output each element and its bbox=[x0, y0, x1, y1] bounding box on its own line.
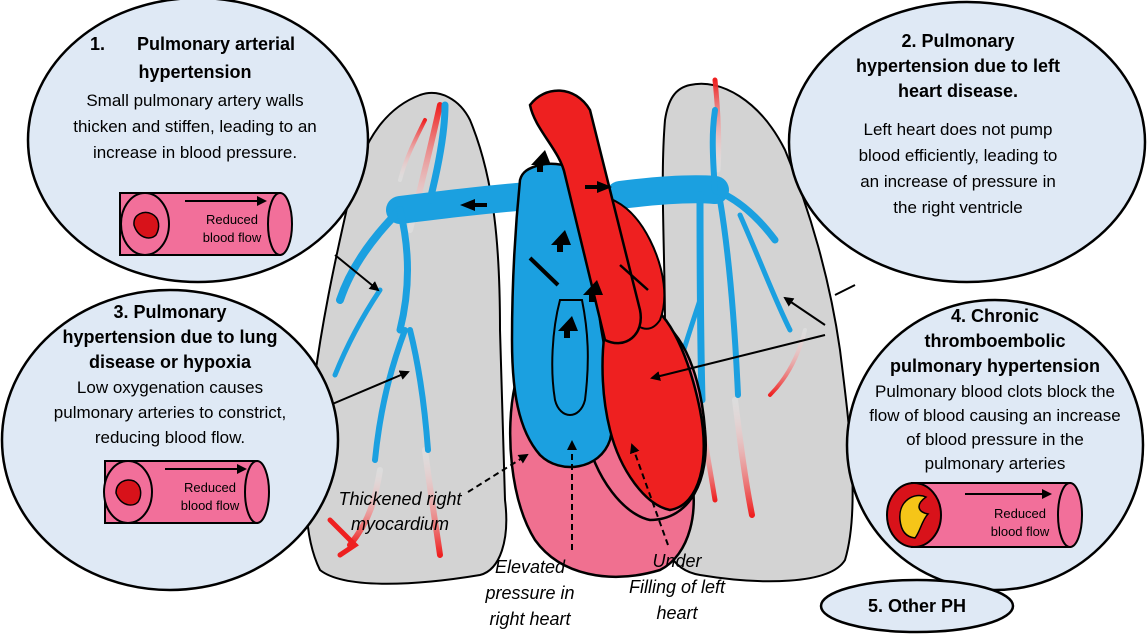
circle-1-body-line-3: increase in blood pressure. bbox=[93, 143, 297, 162]
under-filling-line-1: Under bbox=[652, 551, 702, 571]
circle-2-body-line-1: Left heart does not pump bbox=[863, 120, 1052, 139]
circle-1-tube: Reduced blood flow bbox=[120, 193, 292, 255]
circle-chronic-thromboembolic: 4. Chronic thromboembolic pulmonary hype… bbox=[847, 300, 1143, 590]
inner-vessel bbox=[552, 300, 588, 415]
circle-4-title-line-2: thromboembolic bbox=[924, 331, 1065, 351]
circle-3-tube: Reduced blood flow bbox=[104, 461, 269, 523]
circle-4-body-line-4: pulmonary arteries bbox=[925, 454, 1066, 473]
circle-other-ph: 5. Other PH bbox=[821, 580, 1013, 632]
circle-4-tube-label-1: Reduced bbox=[994, 506, 1046, 521]
thickened-myocardium-line-1: Thickened right bbox=[338, 489, 462, 509]
circle-left-heart-disease: 2. Pulmonary hypertension due to left he… bbox=[789, 2, 1145, 282]
circle-2-body-line-3: an increase of pressure in bbox=[860, 172, 1056, 191]
elevated-pressure-line-2: pressure in bbox=[484, 583, 574, 603]
circle-4-tube-label-2: blood flow bbox=[991, 524, 1050, 539]
circle-pulmonary-arterial-hypertension: 1. Pulmonary arterial hypertension Small… bbox=[28, 0, 368, 282]
circle-5-label: 5. Other PH bbox=[868, 596, 966, 616]
circle-3-title-line-1: 3. Pulmonary bbox=[113, 302, 226, 322]
circle-1-body-line-1: Small pulmonary artery walls bbox=[86, 91, 303, 110]
elevated-pressure-line-1: Elevated bbox=[495, 557, 566, 577]
circle-2-body-line-4: the right ventricle bbox=[893, 198, 1022, 217]
thickened-myocardium-line-2: myocardium bbox=[351, 514, 449, 534]
under-filling-line-2: Filling of left bbox=[629, 577, 726, 597]
circle-3-tube-label-1: Reduced bbox=[184, 480, 236, 495]
elevated-pressure-line-3: right heart bbox=[489, 609, 571, 629]
circle-1-title-line-2: hypertension bbox=[138, 62, 251, 82]
circle-4-title-line-1: 4. Chronic bbox=[951, 306, 1039, 326]
circle-lung-disease-hypoxia: 3. Pulmonary hypertension due to lung di… bbox=[2, 290, 338, 590]
circle-2-title-line-1: 2. Pulmonary bbox=[901, 31, 1014, 51]
circle-1-tube-label-1: Reduced bbox=[206, 212, 258, 227]
circle-1-title-line-1: Pulmonary arterial bbox=[137, 34, 295, 54]
circle-2-body-line-2: blood efficiently, leading to bbox=[859, 146, 1058, 165]
arrow-circle2-to-lung bbox=[835, 285, 855, 295]
under-filling-line-3: heart bbox=[656, 603, 698, 623]
circle-3-title-line-3: disease or hypoxia bbox=[89, 352, 252, 372]
circle-2-title-line-3: heart disease. bbox=[898, 81, 1018, 101]
circle-3-tube-label-2: blood flow bbox=[181, 498, 240, 513]
circle-1-tube-label-2: blood flow bbox=[203, 230, 262, 245]
circle-3-body-line-3: reducing blood flow. bbox=[95, 428, 245, 447]
circle-1-number: 1. bbox=[90, 34, 105, 54]
circle-4-body-line-2: flow of blood causing an increase bbox=[869, 406, 1120, 425]
circle-1-body-line-2: thicken and stiffen, leading to an bbox=[73, 117, 317, 136]
circle-4-title-line-3: pulmonary hypertension bbox=[890, 356, 1100, 376]
circle-3-title-line-2: hypertension due to lung bbox=[63, 327, 278, 347]
circle-4-tube: Reduced blood flow bbox=[887, 483, 1082, 547]
circle-4-body-line-3: of blood pressure in the bbox=[906, 430, 1084, 449]
circle-2-title-line-2: hypertension due to left bbox=[856, 56, 1060, 76]
circle-4-body-line-1: Pulmonary blood clots block the bbox=[875, 382, 1115, 401]
circle-3-body-line-1: Low oxygenation causes bbox=[77, 378, 263, 397]
circle-3-body-line-2: pulmonary arteries to constrict, bbox=[54, 403, 286, 422]
